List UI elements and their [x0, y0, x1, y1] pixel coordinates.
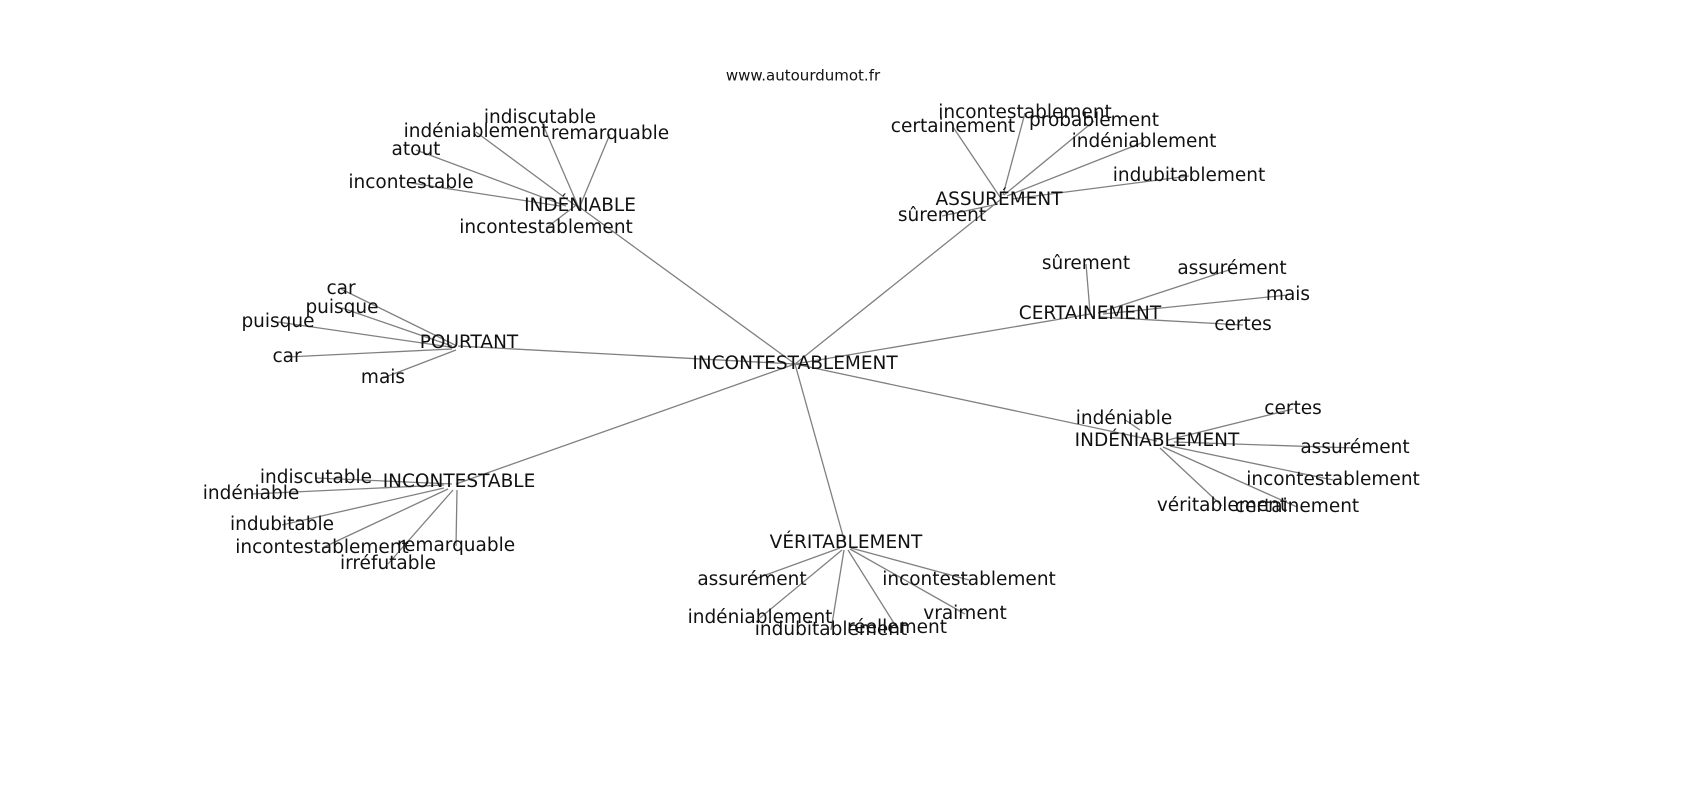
related-word-1-0[interactable]: incontestablement — [938, 102, 1112, 123]
edge-4-2 — [1173, 441, 1356, 449]
related-word-5-1[interactable]: indéniable — [203, 483, 299, 504]
related-word-5-3[interactable]: incontestablement — [235, 537, 409, 558]
related-word-0-1[interactable]: indéniablement — [404, 121, 549, 142]
edge-6-2 — [759, 549, 843, 619]
edge-2-0 — [1085, 263, 1091, 313]
cluster-label-0[interactable]: INDÉNIABLE — [524, 194, 636, 216]
related-word-1-3[interactable]: indéniablement — [1072, 131, 1217, 152]
edge-5-2 — [281, 487, 445, 526]
edge-0-3 — [415, 149, 567, 207]
edge-3-3 — [286, 348, 453, 358]
related-word-6-3[interactable]: indubitablement — [755, 619, 907, 640]
related-word-6-5[interactable]: vraiment — [923, 603, 1006, 624]
cluster-label-5[interactable]: INCONTESTABLE — [383, 471, 536, 492]
edge-1-3 — [1006, 141, 1145, 197]
edge-3-4 — [382, 349, 457, 379]
edge-2-2 — [1102, 294, 1289, 315]
related-word-2-2[interactable]: mais — [1266, 284, 1310, 305]
edge-1-4 — [1011, 175, 1190, 200]
edge-4-4 — [1159, 447, 1223, 507]
related-word-4-5[interactable]: certainement — [1235, 496, 1359, 517]
edge-6-4 — [847, 549, 898, 629]
related-word-3-4[interactable]: mais — [361, 367, 405, 388]
related-word-2-0[interactable]: sûrement — [1042, 253, 1130, 274]
site-url[interactable]: www.autourdumot.fr — [726, 67, 881, 85]
cluster-label-1[interactable]: ASSURÉMENT — [935, 188, 1063, 210]
center-word[interactable]: INCONTESTABLEMENT — [692, 353, 898, 374]
related-word-2-3[interactable]: certes — [1214, 314, 1271, 335]
related-word-6-1[interactable]: incontestablement — [882, 569, 1056, 590]
edge-4-1 — [1167, 408, 1294, 441]
edge-5-1 — [250, 484, 445, 495]
related-word-6-2[interactable]: indéniablement — [688, 607, 833, 628]
edge-6-1 — [850, 547, 970, 581]
related-word-3-3[interactable]: car — [272, 346, 302, 367]
cluster-label-2[interactable]: CERTAINEMENT — [1019, 303, 1162, 324]
edge-center-5 — [455, 363, 796, 485]
edge-2-1 — [1097, 268, 1233, 314]
edge-3-1 — [341, 307, 453, 347]
related-word-0-4[interactable]: incontestable — [348, 172, 473, 193]
cluster-label-4[interactable]: INDÉNIABLEMENT — [1075, 429, 1240, 451]
edge-3-0 — [340, 288, 456, 346]
edge-center-2 — [794, 313, 1091, 365]
edge-4-0 — [1123, 418, 1141, 431]
related-word-5-0[interactable]: indiscutable — [260, 467, 372, 488]
edge-center-3 — [457, 345, 796, 365]
edge-5-5 — [387, 489, 454, 565]
edge-0-0 — [539, 117, 579, 207]
related-word-1-1[interactable]: certainement — [891, 116, 1015, 137]
graph-edges — [250, 112, 1356, 631]
edge-6-5 — [849, 548, 966, 615]
edge-1-2 — [1003, 120, 1095, 196]
related-word-5-2[interactable]: indubitable — [230, 514, 334, 535]
edge-1-5 — [941, 203, 999, 217]
edge-center-0 — [577, 205, 796, 365]
edge-4-5 — [1162, 446, 1298, 508]
edge-0-2 — [579, 133, 611, 207]
edge-6-3 — [830, 549, 845, 631]
related-word-5-5[interactable]: irréfutable — [340, 553, 436, 574]
related-word-0-0[interactable]: indiscutable — [484, 107, 596, 128]
cluster-label-6[interactable]: VÉRITABLEMENT — [770, 531, 923, 553]
related-word-3-0[interactable]: car — [326, 278, 356, 299]
edge-center-1 — [794, 199, 1001, 365]
related-word-4-3[interactable]: incontestablement — [1246, 469, 1420, 490]
edge-4-3 — [1169, 445, 1334, 481]
cluster-label-3[interactable]: POURTANT — [420, 332, 519, 353]
related-word-1-4[interactable]: indubitablement — [1113, 165, 1265, 186]
related-word-4-0[interactable]: indéniable — [1076, 408, 1172, 429]
related-word-0-3[interactable]: atout — [392, 139, 441, 160]
graph-nodes: INCONTESTABLEMENTINDÉNIABLEindiscutablei… — [203, 102, 1420, 640]
related-word-4-1[interactable]: certes — [1264, 398, 1321, 419]
edge-0-5 — [545, 205, 576, 229]
edge-5-0 — [315, 477, 453, 485]
related-word-6-0[interactable]: assurément — [697, 569, 806, 590]
related-word-1-5[interactable]: sûrement — [898, 205, 986, 226]
edge-5-4 — [455, 489, 458, 547]
edge-0-4 — [410, 182, 561, 207]
edge-1-0 — [1002, 112, 1026, 196]
related-word-5-4[interactable]: remarquable — [397, 535, 515, 556]
edge-center-6 — [794, 363, 846, 544]
related-word-2-1[interactable]: assurément — [1177, 258, 1286, 279]
edge-center-4 — [794, 363, 1158, 442]
related-word-4-2[interactable]: assurément — [1300, 437, 1409, 458]
edge-6-0 — [751, 547, 841, 581]
edge-5-3 — [321, 488, 449, 549]
related-word-3-2[interactable]: puisque — [241, 311, 314, 332]
edge-1-1 — [952, 126, 1001, 198]
edge-0-1 — [475, 131, 577, 207]
related-word-6-4[interactable]: réellement — [847, 617, 947, 638]
related-word-0-5[interactable]: incontestablement — [459, 217, 633, 238]
related-word-3-1[interactable]: puisque — [305, 297, 378, 318]
related-word-1-2[interactable]: probablement — [1029, 110, 1159, 131]
edge-3-2 — [277, 321, 451, 348]
related-word-4-4[interactable]: véritablement — [1157, 495, 1287, 516]
related-word-0-2[interactable]: remarquable — [551, 123, 669, 144]
edge-2-3 — [1098, 316, 1244, 326]
